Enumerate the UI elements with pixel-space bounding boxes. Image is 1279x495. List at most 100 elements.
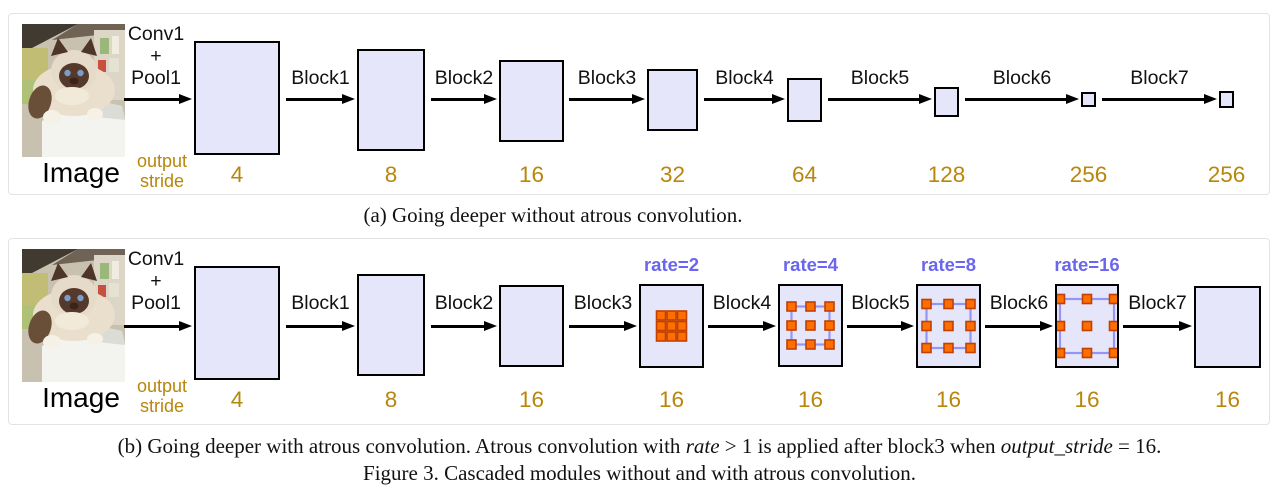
feature-map-block: [1055, 284, 1119, 368]
block-arrow-label: Block5: [850, 67, 910, 89]
block-arrow-label: Block1: [291, 292, 350, 314]
output-stride-label-line: stride: [139, 395, 184, 416]
image-label: Image: [42, 382, 120, 413]
cat-photo: [22, 24, 125, 157]
atrous-sample-point: [965, 298, 976, 310]
atrous-sample-point: [965, 320, 976, 332]
feature-map-block: [499, 60, 564, 142]
conv-pool-label-line: Pool1: [131, 292, 181, 314]
output-stride-value: 16: [658, 387, 685, 412]
output-stride-value: 16: [1074, 387, 1100, 412]
atrous-sample-point: [1081, 347, 1093, 359]
feature-map-block: [787, 78, 822, 122]
atrous-sample-point: [666, 331, 677, 342]
atrous-sample-point: [676, 331, 688, 342]
flow-arrow: [124, 98, 179, 101]
block-arrow-label: Block2: [434, 292, 494, 314]
cat-photo: [22, 249, 125, 382]
atrous-sample-point: [1057, 320, 1066, 332]
block-arrow-label: Block7: [1130, 67, 1189, 89]
atrous-sample-point: [655, 320, 667, 332]
atrous-sample-point: [666, 320, 677, 332]
atrous-sample-point: [805, 339, 816, 350]
atrous-sample-point: [786, 339, 797, 350]
block-arrow-label: Block4: [715, 67, 774, 89]
feature-map-block: [934, 87, 959, 117]
flow-arrow: [286, 98, 342, 101]
output-stride-value: 32: [659, 162, 686, 187]
atrous-sampling-grid: [921, 298, 976, 354]
rate-label: rate=8: [920, 254, 977, 275]
conv-pool-label: Conv1+Pool1: [127, 248, 185, 314]
flow-arrow: [569, 98, 632, 101]
atrous-sample-point: [943, 298, 954, 310]
atrous-sampling-grid: [786, 301, 835, 350]
atrous-sample-point: [943, 342, 954, 354]
atrous-sample-point: [1081, 293, 1093, 305]
output-stride-label-line: output: [136, 151, 188, 171]
flow-arrow: [431, 325, 484, 328]
atrous-sample-point: [655, 331, 667, 342]
atrous-sample-point: [1108, 320, 1117, 332]
flow-arrow: [1123, 325, 1179, 328]
feature-map-block: [1219, 91, 1234, 108]
output-stride-value: 256: [1207, 162, 1246, 187]
conv-pool-label-line: Pool1: [131, 67, 181, 89]
flow-arrow: [708, 325, 763, 328]
feature-map-block: [647, 69, 698, 131]
atrous-sample-point: [676, 320, 688, 332]
output-stride-value: 16: [797, 387, 824, 412]
output-stride-value: 256: [1069, 162, 1108, 187]
output-stride-label-line: stride: [139, 170, 184, 191]
conv-pool-label-line: Conv1: [127, 248, 185, 270]
atrous-sample-point: [1057, 347, 1066, 359]
atrous-sample-point: [1108, 347, 1117, 359]
atrous-sample-point: [943, 320, 954, 332]
block-arrow-label: Block1: [291, 67, 350, 89]
feature-map-block: [1194, 286, 1261, 368]
conv-pool-label: Conv1+Pool1: [127, 23, 185, 89]
feature-map-block: [194, 266, 280, 380]
conv-pool-label-line: +: [150, 270, 162, 292]
panel-a-caption: (a) Going deeper without atrous convolut…: [363, 203, 743, 227]
caption-text: = 16.: [1112, 434, 1162, 458]
atrous-sample-point: [824, 301, 835, 312]
output-stride-value: 4: [230, 162, 244, 187]
atrous-sample-point: [921, 320, 932, 332]
output-stride-value: 16: [935, 387, 962, 412]
flow-arrow: [965, 98, 1066, 101]
flow-arrow: [1102, 98, 1204, 101]
atrous-sample-point: [786, 320, 797, 331]
atrous-sample-point: [824, 339, 835, 350]
atrous-sample-point: [676, 310, 688, 321]
atrous-sampling-grid: [1057, 293, 1117, 359]
output-stride-value: 4: [230, 387, 244, 412]
image-label: Image: [42, 157, 120, 188]
flow-arrow: [431, 98, 484, 101]
atrous-sample-point: [921, 342, 932, 354]
output-stride-value: 16: [1214, 387, 1241, 412]
atrous-sample-point: [824, 320, 835, 331]
feature-map-block: [357, 49, 425, 151]
output-stride-value: 8: [384, 162, 398, 187]
block-arrow-label: Block5: [851, 292, 910, 314]
atrous-sample-point: [786, 301, 797, 312]
block-arrow-label: Block2: [434, 67, 494, 89]
flow-arrow: [847, 325, 901, 328]
output-stride-value: 16: [518, 387, 545, 412]
atrous-sample-point: [666, 310, 677, 321]
rate-label: rate=4: [782, 254, 839, 275]
flow-arrow: [124, 325, 179, 328]
rate-label: rate=16: [1054, 254, 1120, 275]
feature-map-block: [639, 284, 704, 368]
flow-arrow: [569, 325, 624, 328]
feature-map-block: [499, 285, 564, 367]
output-stride-label-line: output: [136, 376, 188, 396]
feature-map-block: [778, 284, 843, 367]
atrous-sample-point: [1081, 320, 1093, 332]
atrous-sample-point: [805, 320, 816, 331]
atrous-sampling-grid: [655, 310, 688, 342]
